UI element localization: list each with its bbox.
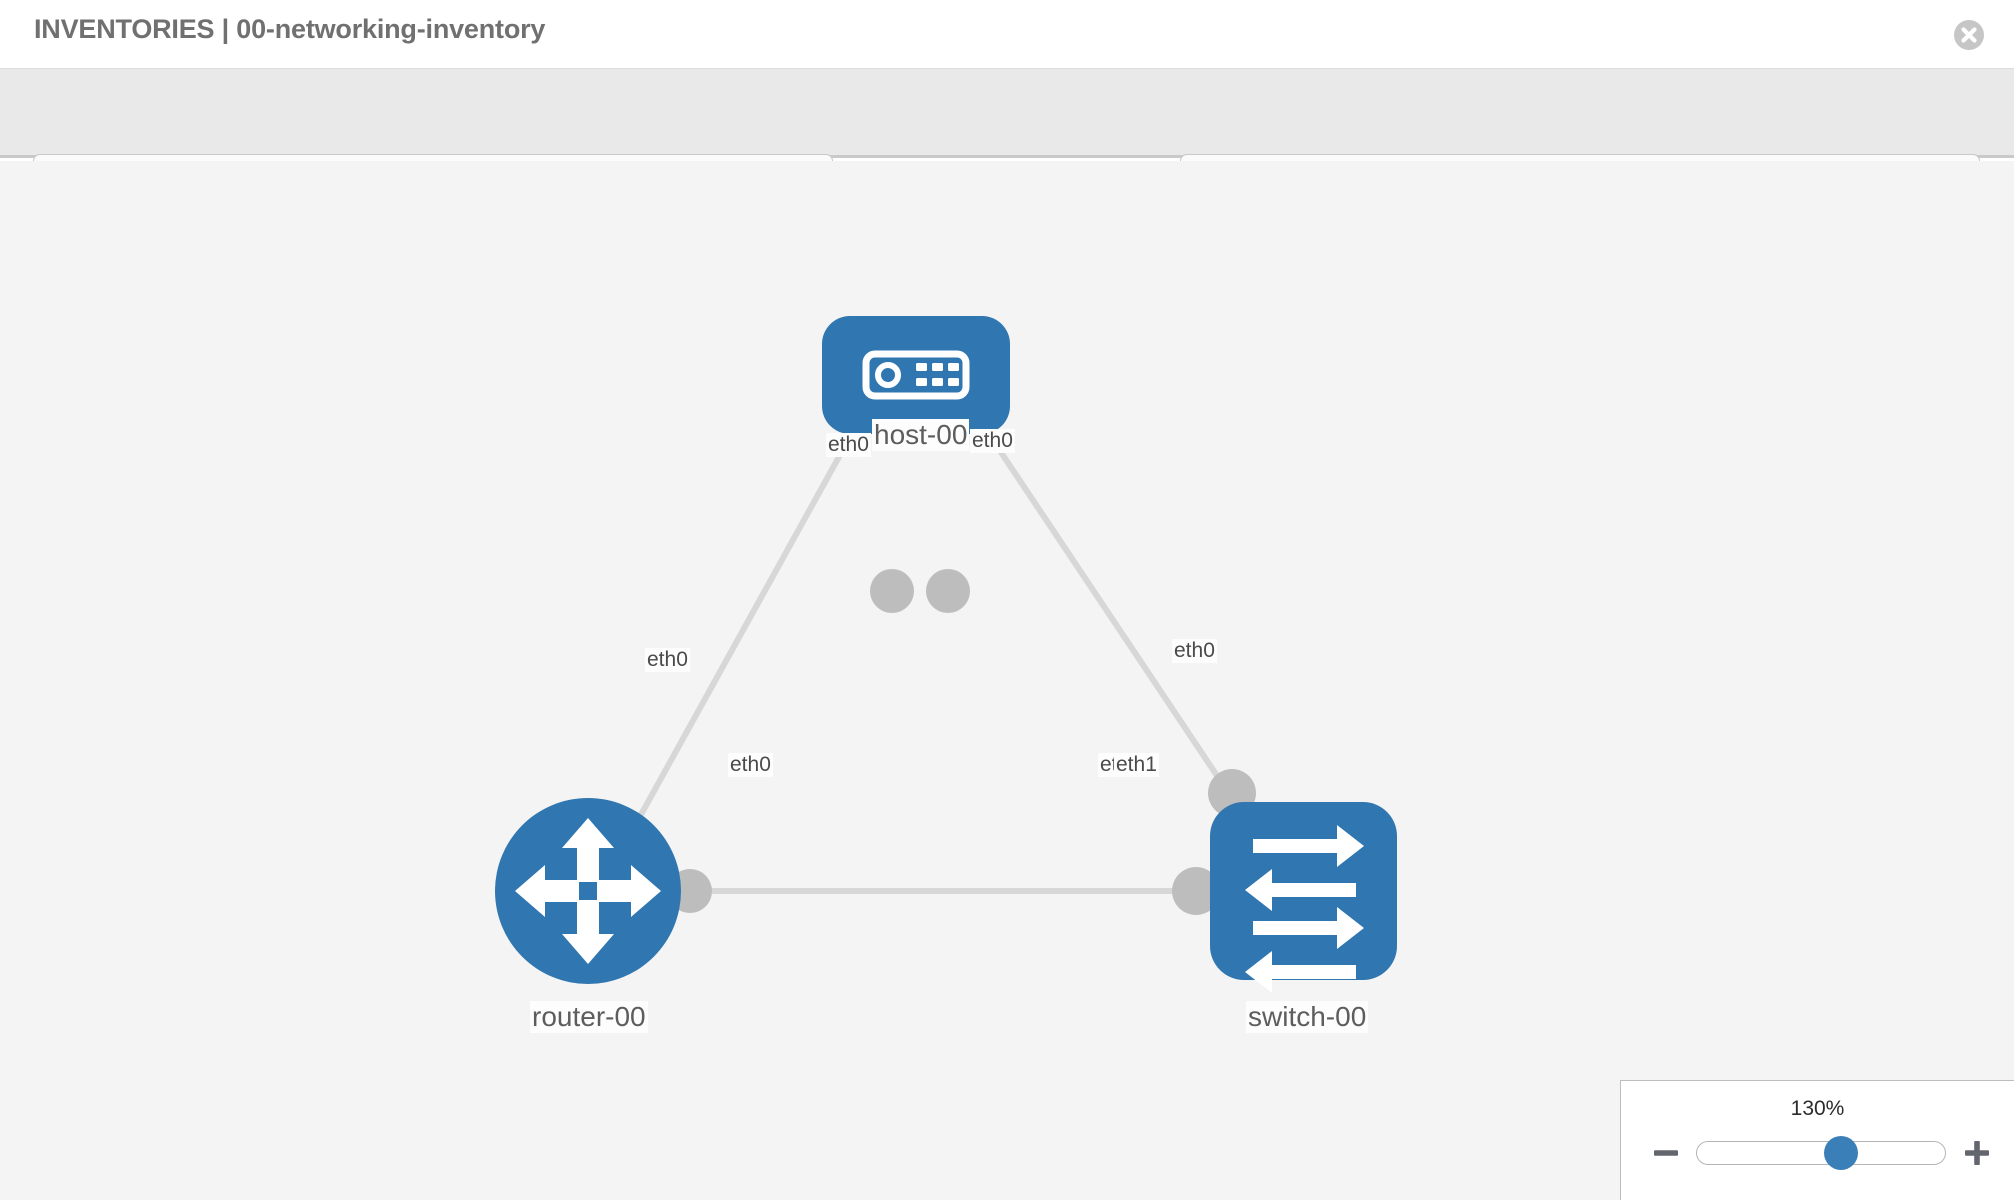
interface-label: eth0 <box>645 648 690 673</box>
close-icon[interactable] <box>1954 20 1984 50</box>
node-label-host: host-00 <box>872 419 970 452</box>
zoom-slider[interactable] <box>1696 1136 1946 1170</box>
page-header: INVENTORIES | 00-networking-inventory <box>0 0 2014 68</box>
page-title: INVENTORIES | 00-networking-inventory <box>34 14 546 44</box>
interface-label: eth0 <box>970 429 1015 454</box>
node-host-00 <box>822 316 1010 434</box>
node-label-router: router-00 <box>530 1001 648 1034</box>
zoom-slider-thumb[interactable] <box>1823 1136 1858 1170</box>
connector-host-right <box>926 569 970 613</box>
interface-label: eth1 <box>1114 753 1159 778</box>
node-router-00 <box>495 798 681 984</box>
connector-host-left <box>870 569 914 613</box>
interface-label: eth0 <box>728 753 773 778</box>
node-label-switch: switch-00 <box>1246 1001 1369 1034</box>
zoom-level-value: 130% <box>1790 1097 1845 1120</box>
zoom-out-button[interactable] <box>1651 1138 1681 1168</box>
interface-label: eth0 <box>826 433 871 458</box>
zoom-control-panel: 130% <box>1620 1080 2014 1200</box>
toolbar: ACTIONS SEARCH <box>0 68 2014 206</box>
zoom-slider-row <box>1621 1131 2014 1175</box>
connector-switch-left <box>1172 867 1220 915</box>
topology-canvas[interactable]: eth0 eth0 eth0 eth0 eth0 eth0 eth1 host-… <box>0 161 2014 1200</box>
node-switch-00 <box>1210 802 1397 993</box>
topology-connectors <box>668 569 1256 915</box>
interface-label: eth0 <box>1172 639 1217 664</box>
topology-graph <box>495 316 1397 993</box>
zoom-in-button[interactable] <box>1962 1138 1992 1168</box>
